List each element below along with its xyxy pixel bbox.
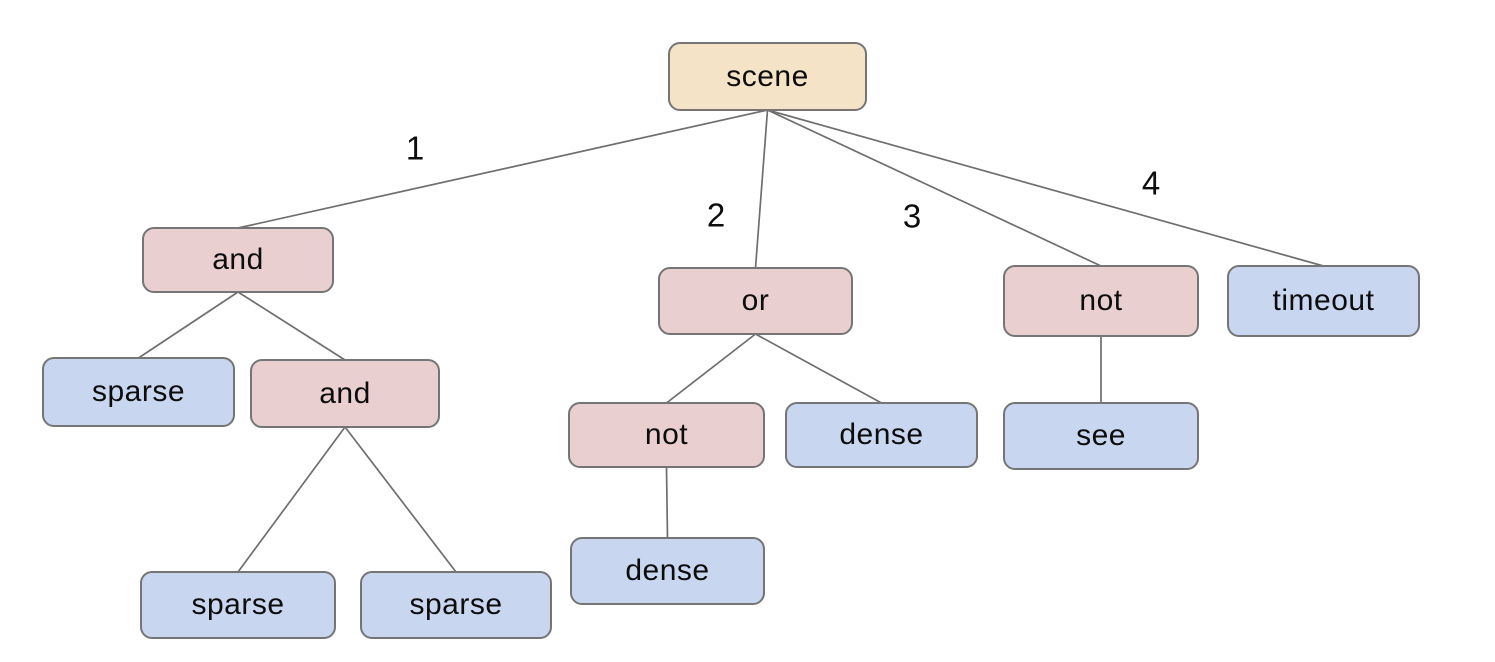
edge-scene-to-not-1: [767, 109, 1102, 267]
node-sparse-2: sparse: [140, 571, 336, 639]
node-and-2: and: [250, 359, 440, 428]
node-dense-1: dense: [785, 402, 978, 468]
edge-and-2-to-sparse-3: [344, 426, 457, 573]
edge-label-4: 4: [1141, 164, 1161, 202]
node-see-1: see: [1003, 402, 1199, 470]
node-not-1: not: [1003, 265, 1199, 337]
edge-and-1-to-and-2: [237, 291, 346, 361]
node-sparse-3: sparse: [360, 571, 552, 639]
edge-and-1-to-sparse-1: [138, 291, 239, 359]
edge-and-2-to-sparse-2: [237, 426, 346, 573]
edge-scene-to-timeout-1: [767, 109, 1324, 267]
edge-scene-to-or-1: [754, 109, 769, 269]
edge-label-3: 3: [902, 197, 922, 235]
edge-label-1: 1: [405, 129, 425, 167]
edge-scene-to-and-1: [237, 109, 768, 229]
node-or-1: or: [658, 267, 853, 335]
node-sparse-1: sparse: [42, 357, 235, 427]
node-timeout-1: timeout: [1227, 265, 1420, 337]
edge-or-1-to-dense-1: [755, 333, 882, 404]
node-and-1: and: [142, 227, 334, 293]
node-scene: scene: [668, 42, 867, 111]
node-not-2: not: [568, 402, 765, 468]
node-dense-2: dense: [570, 537, 765, 605]
edge-or-1-to-not-2: [665, 333, 757, 404]
edge-not-2-to-dense-2: [665, 466, 669, 539]
edge-label-2: 2: [706, 196, 726, 234]
